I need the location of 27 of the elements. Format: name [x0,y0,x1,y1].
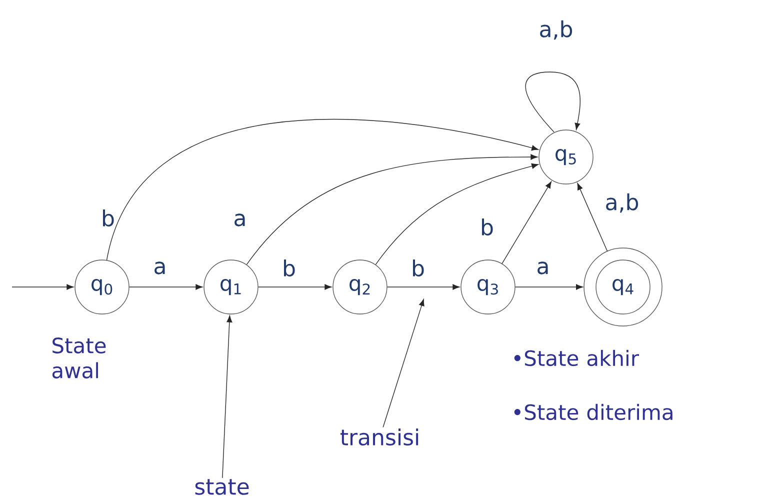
arrow [12,284,74,290]
arrow [246,154,538,265]
note-text: State awal [52,338,106,378]
arrow [387,284,460,290]
note-text: •State diterima [514,404,672,420]
edge-label: b [103,209,114,227]
edge-label: b [284,260,295,277]
edge-label: a [234,214,245,226]
edge-label: b [413,260,424,277]
edge-label: a [154,262,165,274]
arrow [375,163,539,265]
arrow [502,181,552,264]
arrow [515,284,583,290]
arrow [129,284,203,290]
edge-label: a,b [606,193,638,213]
leader-line [382,299,424,428]
arrow [577,183,608,252]
arrow [106,119,539,260]
arrow [525,72,580,132]
leader-line [222,315,232,478]
callout-text: state [195,479,249,495]
note-text: •State akhir [514,350,639,366]
edge-label: b [482,218,493,236]
callout-text: transisi [340,428,418,446]
arrow [258,284,332,290]
edge-label: a [538,262,548,274]
edge-label: a,b [540,20,572,40]
